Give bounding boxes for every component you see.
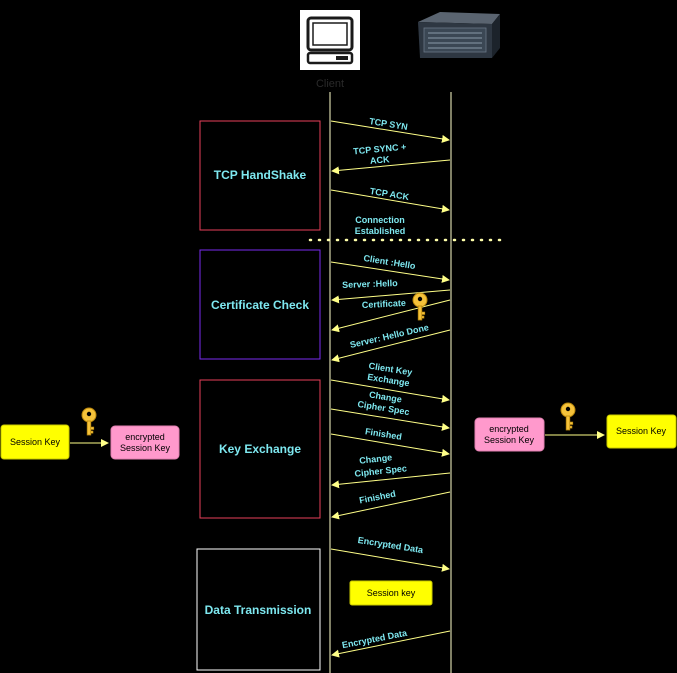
message-label: Encrypted Data (341, 628, 409, 651)
message-label: ACK (370, 154, 391, 166)
right-session-key-group: encrypted Session Key Session Key (474, 402, 677, 452)
message-arrows (330, 120, 451, 658)
right-session-key-label: Session Key (616, 426, 667, 436)
phase-label: Certificate Check (211, 298, 309, 312)
left-encrypted-label-line-2: Session Key (120, 443, 171, 453)
left-encrypted-label-line-1: encrypted (125, 432, 165, 442)
left-session-key-label: Session Key (10, 437, 61, 447)
message-label: Change (359, 452, 393, 465)
arrow-finished-client (330, 433, 450, 457)
message-labels: TCP SYN TCP SYNC + ACK TCP ACK Client :H… (341, 116, 430, 650)
key-icon (560, 402, 576, 431)
arrow-change-cipher-spec-server (331, 472, 451, 489)
left-session-key-group: Session Key encrypted Session Key (0, 407, 180, 460)
phase-tcp-handshake: TCP HandShake (199, 120, 321, 231)
arrow-client-hello (330, 261, 450, 283)
computer-icon (300, 10, 360, 70)
arrow-tcp-ack (330, 189, 450, 213)
message-label: Encrypted Data (357, 535, 425, 555)
phase-label: Data Transmission (205, 603, 312, 617)
connection-note-line-1: Connection (355, 215, 405, 225)
right-encrypted-session-key-box (474, 417, 545, 452)
data-session-key-box (349, 580, 433, 606)
message-label: Certificate (362, 298, 406, 310)
arrow-change-cipher-spec-client (330, 408, 450, 431)
phase-label: Key Exchange (219, 442, 301, 456)
right-encrypted-label-line-1: encrypted (489, 424, 529, 434)
arrow-client-key-exchange (330, 379, 450, 403)
message-label: Finished (358, 489, 396, 506)
phase-key-exchange: Key Exchange (199, 379, 321, 519)
message-label: TCP SYN (369, 116, 409, 132)
arrow-server-hello (331, 289, 451, 304)
arrow-certificate (331, 299, 451, 333)
data-session-key-label: Session key (367, 588, 416, 598)
server-icon (418, 12, 500, 58)
left-encrypted-session-key-box (110, 425, 180, 460)
message-label: TCP SYNC + (353, 142, 407, 157)
message-label: Cipher Spec (354, 463, 407, 478)
message-label: Server :Hello (342, 278, 398, 290)
arrow-encrypted-data-server (331, 630, 451, 658)
phase-data-transmission: Data Transmission (196, 548, 321, 671)
right-session-key-box (606, 414, 677, 449)
arrow-tcp-sync-ack (331, 159, 451, 175)
arrow-tcp-syn (330, 120, 450, 143)
connection-note-line-2: Established (355, 226, 406, 236)
arrow-finished-server (331, 491, 451, 520)
arrow-encrypted-data-client (330, 548, 450, 572)
key-icon (81, 407, 97, 436)
phase-certificate-check: Certificate Check (199, 249, 321, 360)
client-label: Client (316, 78, 344, 90)
left-session-key-box (0, 424, 70, 460)
right-encrypted-label-line-2: Session Key (484, 435, 535, 445)
message-label: Finished (364, 426, 402, 442)
arrow-server-hello-done (331, 329, 451, 363)
data-session-key: Session key (349, 580, 433, 606)
phase-label: TCP HandShake (214, 168, 307, 182)
